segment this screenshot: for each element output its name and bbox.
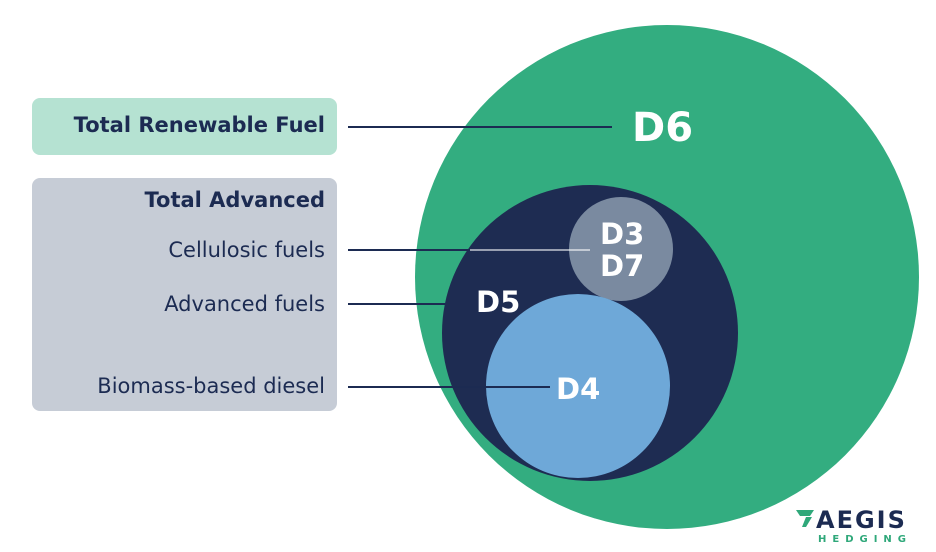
- total-advanced-box: Total Advanced Cellulosic fuels Advanced…: [32, 178, 337, 411]
- d3-label: D3: [600, 217, 644, 251]
- aegis-mark-icon: [796, 510, 814, 527]
- d4-circle: [486, 294, 670, 478]
- logo-subtitle: HEDGING: [818, 534, 913, 545]
- d6-label: D6: [632, 105, 693, 151]
- d7-label: D7: [600, 249, 644, 283]
- d3-d7-circle: [569, 197, 673, 301]
- total-renewable-fuel-label: Total Renewable Fuel: [73, 113, 325, 137]
- cellulosic-fuels-label: Cellulosic fuels: [168, 238, 325, 262]
- total-renewable-fuel-box: Total Renewable Fuel: [32, 98, 337, 155]
- logo-name: AEGIS: [816, 506, 907, 534]
- biomass-based-diesel-label: Biomass-based diesel: [97, 374, 325, 398]
- aegis-hedging-logo: AEGIS HEDGING: [796, 506, 916, 546]
- d5-label: D5: [476, 285, 520, 319]
- advanced-fuels-label: Advanced fuels: [164, 292, 325, 316]
- total-advanced-label: Total Advanced: [144, 188, 326, 212]
- d4-label: D4: [556, 372, 600, 406]
